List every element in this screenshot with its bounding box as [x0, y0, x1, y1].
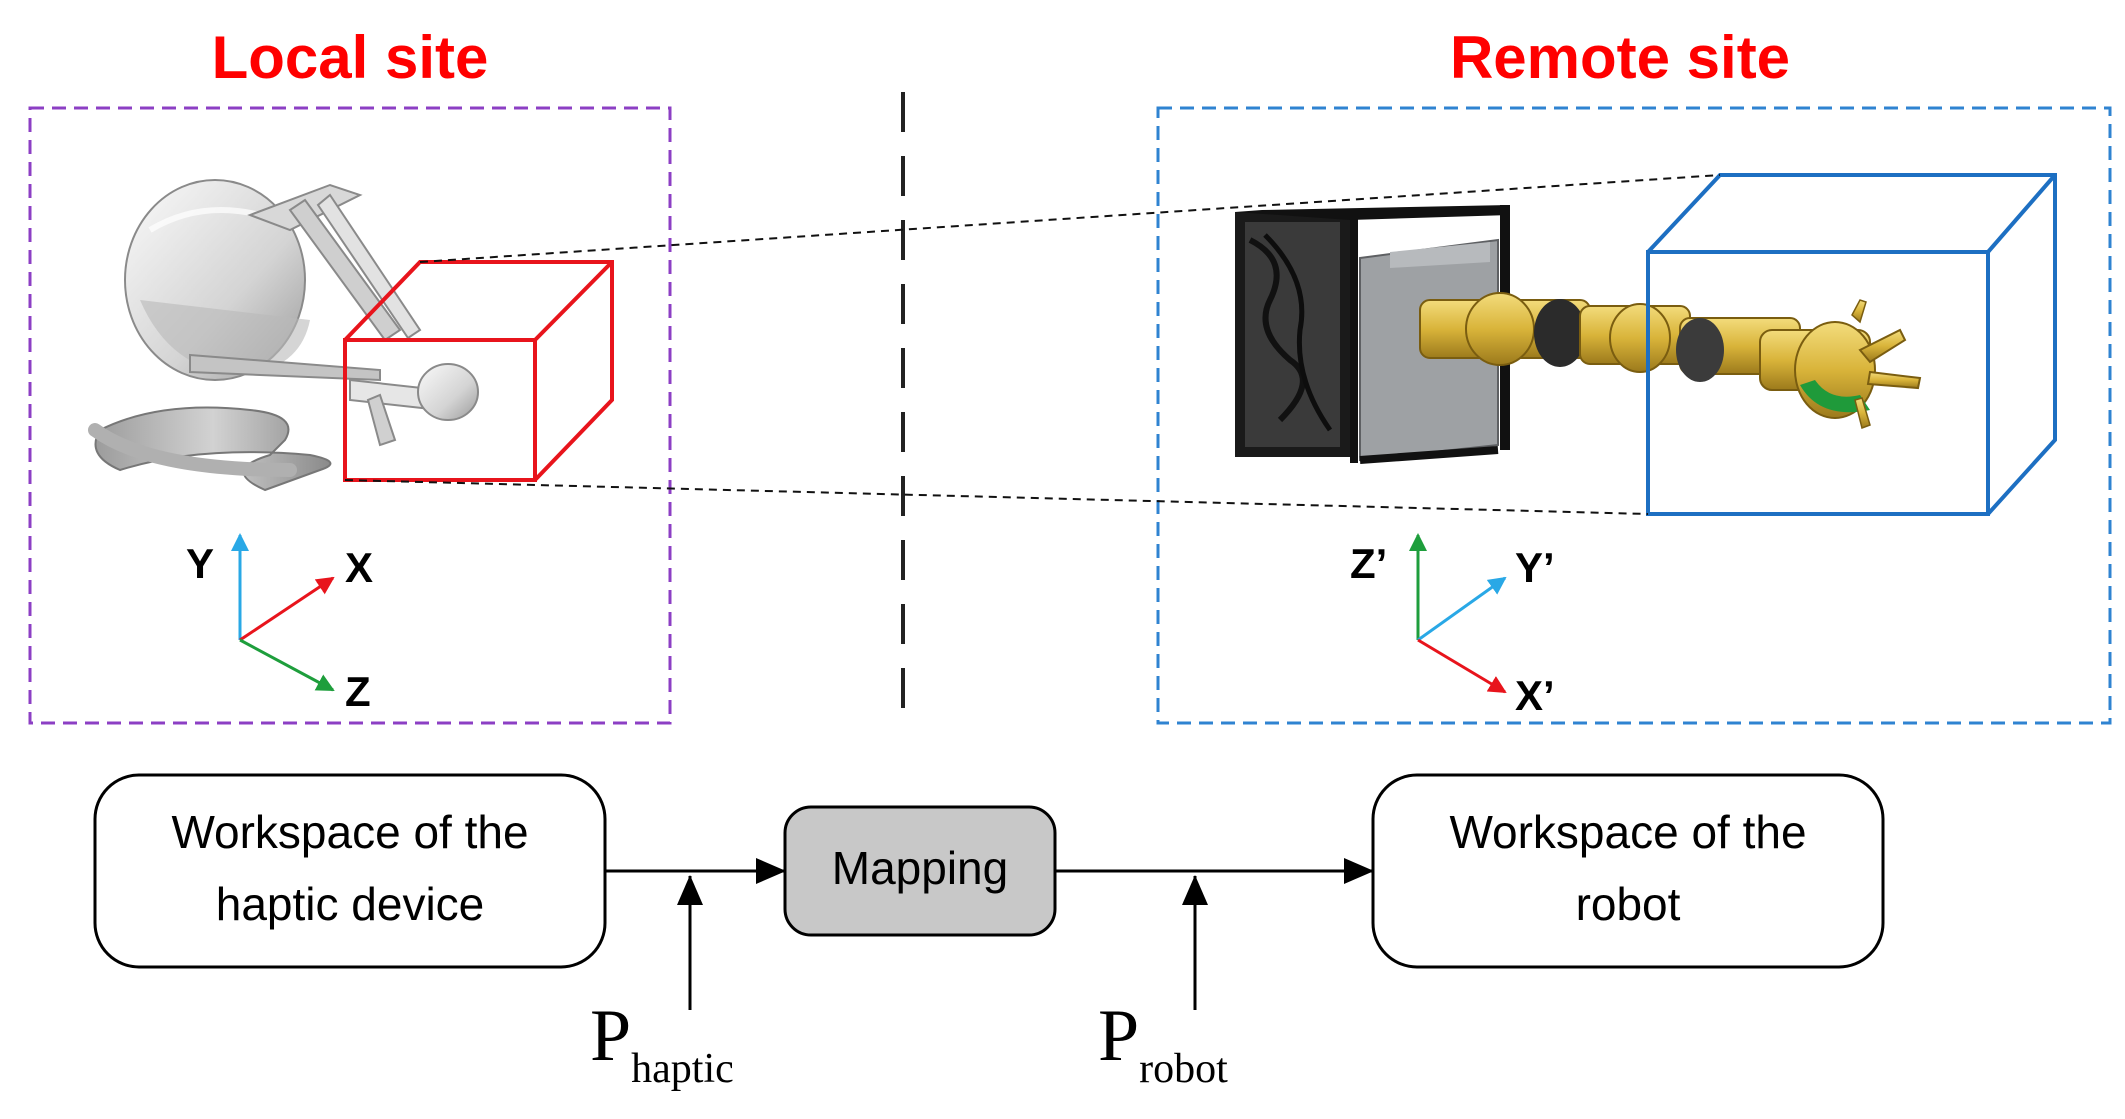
local-z-label: Z [345, 668, 371, 715]
robot-workspace-box [1371, 773, 1885, 969]
p-robot-sub: robot [1139, 1046, 1228, 1092]
robot-image [1235, 205, 1922, 464]
haptic-workspace-label-line1: Workspace of the [171, 806, 528, 858]
haptic-device-image [88, 179, 479, 492]
local-workspace-cube [343, 260, 614, 482]
remote-y-axis [1417, 576, 1507, 642]
remote-y-label: Y’ [1515, 544, 1555, 591]
p-robot-label: Probot [1098, 995, 1228, 1092]
remote-site-title: Remote site [1450, 24, 1790, 91]
haptic-workspace-label-line2: haptic device [216, 878, 485, 930]
workspace-projection-lines [344, 174, 1721, 515]
local-z-axis [239, 638, 335, 692]
robot-workspace-label-line1: Workspace of the [1449, 806, 1806, 858]
local-coordinate-axes: Y X Z [186, 533, 373, 715]
remote-site-frame [1156, 106, 2112, 725]
mapping-label: Mapping [832, 842, 1008, 894]
p-haptic-main: P [590, 995, 631, 1077]
remote-coordinate-axes: Z’ Y’ X’ [1350, 533, 1555, 719]
p-robot-main: P [1098, 995, 1139, 1077]
p-haptic-sub: haptic [631, 1046, 734, 1092]
remote-x-axis [1417, 638, 1507, 694]
remote-workspace-cube [1646, 173, 2057, 516]
remote-x-label: X’ [1515, 672, 1555, 719]
remote-z-label: Z’ [1350, 540, 1387, 587]
robot-workspace-label-line2: robot [1576, 878, 1681, 930]
haptic-workspace-box [93, 773, 607, 969]
local-site-frame [28, 106, 672, 725]
local-x-label: X [345, 544, 373, 591]
local-site-title: Local site [212, 24, 489, 91]
local-y-label: Y [186, 540, 214, 587]
p-haptic-label: Phaptic [590, 995, 734, 1092]
local-x-axis [239, 576, 335, 642]
